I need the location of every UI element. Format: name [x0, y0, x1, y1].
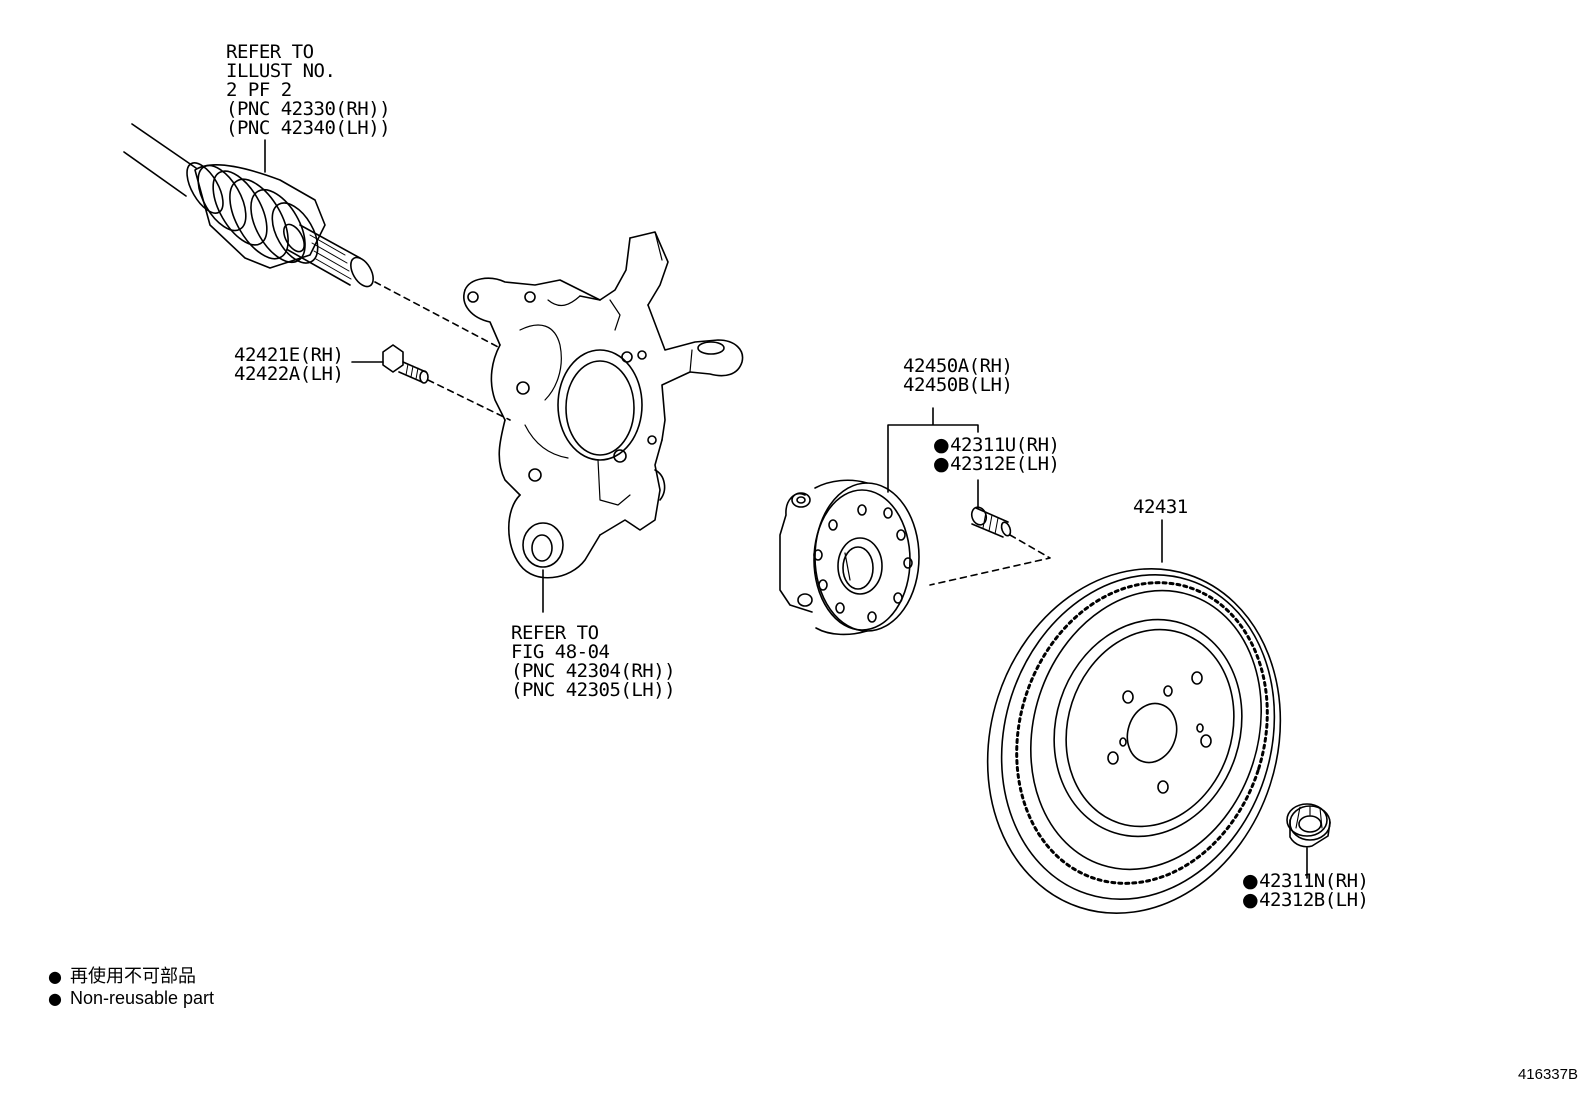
callout-line: 42422A(LH) [234, 363, 344, 385]
bullet-icon: ● [48, 967, 62, 986]
callout-line: 42421E(RH) [234, 344, 344, 366]
callout-hub: 42450A(RH)42450B(LH) [903, 355, 1013, 396]
callout-nut: 42311N(RH)42312B(LH) [1242, 872, 1369, 910]
leader-hub [888, 408, 978, 492]
callout-line: (PNC 42305(LH)) [511, 679, 676, 701]
callout-line: (PNC 42340(LH)) [226, 117, 391, 139]
callout-knuckle-bolt: 42421E(RH)42422A(LH) [234, 344, 344, 385]
callout-line: (PNC 42330(RH)) [226, 98, 391, 120]
dash-hub-bolt [930, 535, 1050, 585]
dash-shaft-knuckle [375, 282, 500, 348]
steering-knuckle [464, 232, 743, 578]
callout-line: 42450B(LH) [903, 374, 1013, 396]
figure-number: 416337B [1517, 1066, 1578, 1083]
dash-bolt-knuckle [428, 380, 510, 420]
legend-english: ● Non-reusable part [48, 988, 214, 1009]
callout-line: 42450A(RH) [903, 355, 1013, 377]
callout-disc: 42431 [1133, 496, 1188, 518]
callout-line: 2 PF 2 [226, 79, 292, 101]
callout-line: (PNC 42304(RH)) [511, 660, 676, 682]
callout-line: 42311N(RH) [1242, 872, 1369, 891]
callout-line: 42311U(RH) [933, 436, 1060, 455]
callout-line: FIG 48-04 [511, 641, 610, 663]
drive-shaft-assembly [124, 124, 378, 290]
bullet-icon: ● [48, 989, 62, 1008]
knuckle-bolt [383, 345, 428, 383]
callout-line: ILLUST NO. [226, 60, 336, 82]
brake-disc [944, 530, 1324, 951]
callout-line: REFER TO [226, 41, 314, 63]
callout-hub-bolt: 42311U(RH)42312E(LH) [933, 436, 1060, 474]
hub-nut [1287, 804, 1330, 847]
callout-line: 42312E(LH) [933, 455, 1060, 474]
callout-line: REFER TO [511, 622, 599, 644]
hub-bolt [969, 505, 1012, 537]
legend-text: Non-reusable part [69, 988, 215, 1008]
callout-line: 42312B(LH) [1242, 891, 1369, 910]
legend-text: 再使用不可部品 [69, 966, 196, 986]
hub-bearing-assembly [780, 480, 919, 634]
legend-japanese: ● 再使用不可部品 [48, 962, 196, 988]
